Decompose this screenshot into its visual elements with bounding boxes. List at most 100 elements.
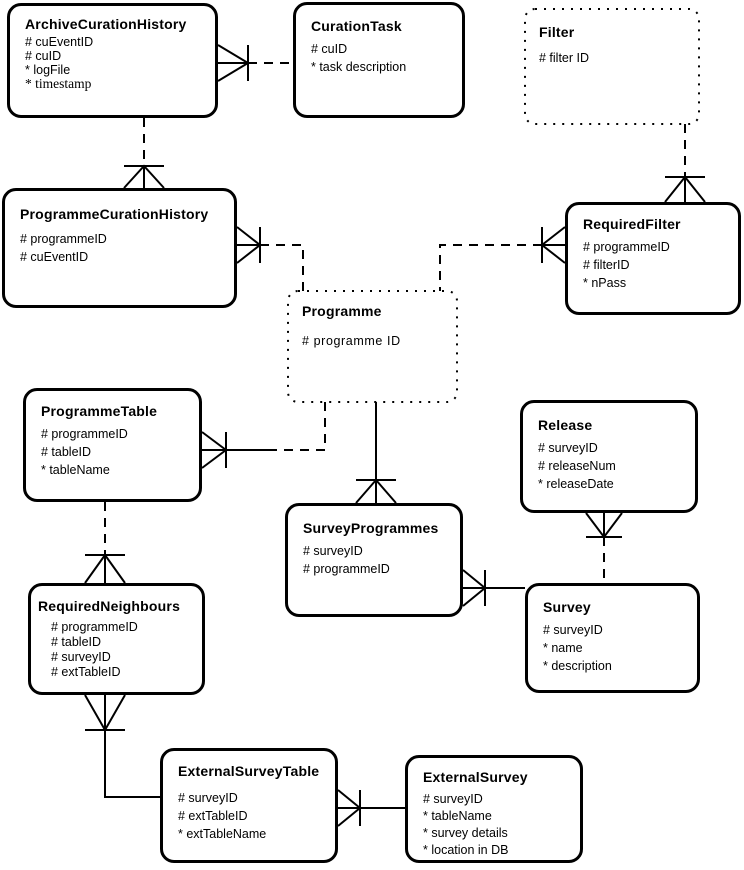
entity-attribute-list: # surveyID * name * description — [543, 621, 693, 675]
entity-title: CurationTask — [311, 18, 402, 34]
entity-attribute: # extTableID — [51, 665, 121, 679]
entity-title: Survey — [543, 599, 591, 615]
entity-programme: Programme # programme ID — [287, 290, 458, 403]
crowsfoot-icon — [585, 512, 623, 539]
crowsfoot-icon — [84, 553, 126, 584]
entity-attribute-list: # filter ID — [539, 49, 696, 67]
entity-attribute: # releaseNum — [538, 459, 616, 473]
entity-title: RequiredFilter — [583, 216, 681, 232]
entity-attribute: * extTableName — [178, 827, 267, 841]
relationship-release-survey — [585, 512, 623, 583]
entity-attribute: * survey details — [423, 826, 508, 840]
relationship-externalsurveytable-externalsurvey — [337, 789, 405, 827]
entity-title: ExternalSurveyTable — [178, 763, 320, 779]
entity-attribute: # extTableID — [178, 809, 248, 823]
crowsfoot-icon — [84, 694, 126, 731]
relationship-programmecurationhistory-programme — [236, 226, 304, 291]
entity-survey-programmes: SurveyProgrammes # surveyID # programmeI… — [285, 503, 463, 617]
entity-attribute: * logFile — [25, 63, 71, 77]
entity-filter: Filter # filter ID — [524, 8, 700, 125]
relationship-line — [260, 244, 304, 291]
entity-attribute: # surveyID — [543, 623, 603, 637]
entity-attribute: * tableName — [41, 463, 110, 477]
entity-attribute: # programmeID — [303, 562, 390, 576]
relationship-requiredfilter-programme — [439, 226, 566, 291]
entity-outline-programme — [287, 290, 458, 403]
entity-attribute: * nPass — [583, 276, 627, 290]
entity-archive-curation-history: ArchiveCurationHistory # cuEventID # cuI… — [7, 3, 218, 118]
entity-attribute: # cuEventID — [25, 35, 94, 49]
entity-attribute: * description — [543, 659, 612, 673]
entity-title: SurveyProgrammes — [303, 520, 439, 536]
entity-required-filter: RequiredFilter # programmeID # filterID … — [565, 202, 741, 315]
entity-attribute-list: # surveyID * tableName * survey details … — [423, 791, 576, 859]
relationship-programme-programmetable — [201, 402, 326, 469]
relationship-archivecurationhistory-curationtask — [217, 44, 293, 82]
entity-title: ArchiveCurationHistory — [25, 16, 187, 32]
entity-attribute-list: # surveyID # releaseNum * releaseDate — [538, 439, 691, 493]
entity-attribute: * tableName — [423, 809, 492, 823]
entity-programme-curation-history: ProgrammeCurationHistory # programmeID #… — [2, 188, 237, 308]
entity-attribute: # cuEventID — [20, 250, 89, 264]
entity-attribute: # filter ID — [539, 51, 590, 65]
entity-attribute: # programmeID — [41, 427, 128, 441]
entity-title: Programme — [302, 303, 382, 319]
entity-survey: Survey # surveyID * name * description — [525, 583, 700, 693]
entity-external-survey-table: ExternalSurveyTable # surveyID # extTabl… — [160, 748, 338, 863]
crowsfoot-icon — [337, 789, 362, 827]
entity-attribute: # programmeID — [51, 620, 138, 634]
entity-attribute: # cuID — [25, 49, 62, 63]
entity-title: ProgrammeTable — [41, 403, 158, 419]
entity-attribute: # filterID — [583, 258, 630, 272]
entity-attribute-list: # programmeID # cuEventID — [20, 230, 230, 266]
entity-attribute: # surveyID — [303, 544, 363, 558]
crowsfoot-icon — [355, 478, 397, 504]
entity-attribute: # surveyID — [178, 791, 238, 805]
relationship-programmecurationhistory-archivecurationhistory — [123, 118, 165, 189]
relationship-line — [272, 402, 326, 451]
entity-attribute: # programmeID — [20, 232, 107, 246]
entity-attribute: # tableID — [41, 445, 92, 459]
entity-title: ExternalSurvey — [423, 769, 528, 785]
entity-title: RequiredNeighbours — [38, 598, 181, 614]
entity-title: Release — [538, 417, 593, 433]
relationship-line — [439, 244, 542, 291]
entity-curation-task: CurationTask # cuID * task description — [293, 2, 465, 118]
entity-attribute-list: # programmeID # tableID * tableName — [41, 425, 195, 479]
entity-attribute-list: # programme ID — [302, 332, 454, 350]
entity-attribute: * location in DB — [423, 843, 509, 857]
entity-attribute: # surveyID — [51, 650, 111, 664]
entity-attribute-list: # programmeID # filterID * nPass — [583, 238, 734, 292]
crowsfoot-icon — [540, 226, 566, 264]
entity-release: Release # surveyID # releaseNum * releas… — [520, 400, 698, 513]
relationship-filter-requiredfilter — [664, 124, 706, 203]
entity-attribute: * name — [543, 641, 583, 655]
relationship-programme-surveyprogrammes — [355, 402, 397, 504]
relationship-programmetable-requiredneighbours — [84, 502, 126, 584]
crowsfoot-icon — [123, 164, 165, 189]
entity-attribute-list: # surveyID # programmeID — [303, 542, 456, 578]
entity-attribute-list: # cuID * task description — [311, 40, 458, 76]
entity-title: Filter — [539, 24, 575, 40]
relationship-requiredneighbours-externalsurveytable — [84, 694, 160, 798]
entity-attribute: # programmeID — [583, 240, 670, 254]
entity-attribute-list: # programmeID # tableID # surveyID # ext… — [51, 620, 198, 680]
entity-attribute-list: # cuEventID # cuID * logFile * timestamp — [25, 35, 211, 91]
entity-outline-filter — [524, 8, 700, 125]
entity-attribute: # cuID — [311, 42, 348, 56]
entity-required-neighbours: RequiredNeighbours # programmeID # table… — [28, 583, 205, 695]
relationship-line — [104, 730, 160, 798]
entity-attribute: # surveyID — [538, 441, 598, 455]
crowsfoot-icon — [217, 44, 250, 82]
entity-attribute: * releaseDate — [538, 477, 614, 491]
crowsfoot-icon — [236, 226, 262, 264]
entity-title: ProgrammeCurationHistory — [20, 206, 209, 222]
entity-attribute: # programme ID — [302, 334, 401, 348]
entity-external-survey: ExternalSurvey # surveyID * tableName * … — [405, 755, 583, 863]
entity-attribute-list: # surveyID # extTableID * extTableName — [178, 789, 331, 843]
entity-attribute: * task description — [311, 60, 407, 74]
entity-programme-table: ProgrammeTable # programmeID # tableID *… — [23, 388, 202, 502]
crowsfoot-icon — [201, 431, 228, 469]
